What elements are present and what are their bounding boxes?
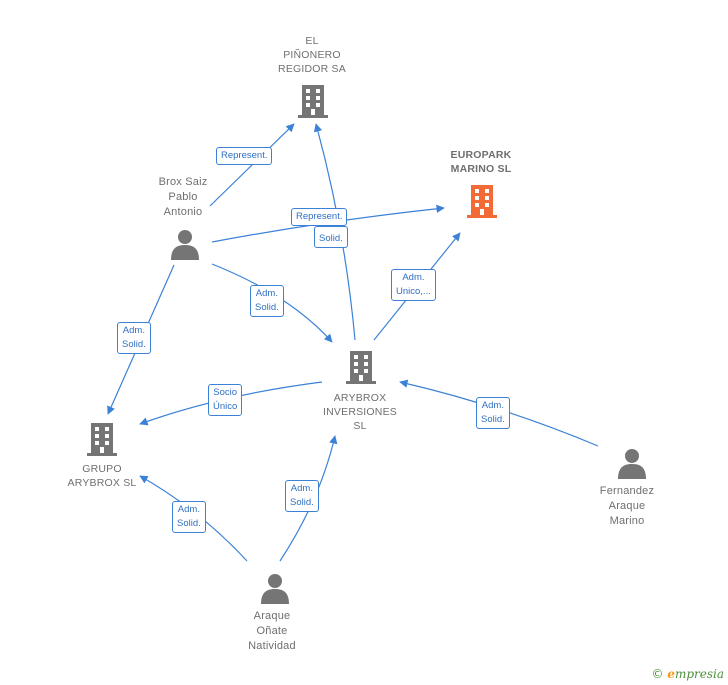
empresia-logo: © empresia bbox=[651, 667, 724, 681]
edge-label-represent: Represent. bbox=[291, 208, 348, 226]
person-icon[interactable] bbox=[171, 230, 199, 260]
node-label-arybrox-inversiones[interactable]: ARYBROX INVERSIONES SL bbox=[323, 392, 397, 432]
edge-label-adm-solid: Adm. Solid. bbox=[117, 322, 151, 354]
edge-label-adm-solid: Adm. Solid. bbox=[250, 285, 284, 317]
building-icon[interactable] bbox=[346, 351, 376, 384]
node-label-grupo-arybrox[interactable]: GRUPO ARYBROX SL bbox=[67, 463, 137, 489]
node-label-fernandez[interactable]: Fernandez Araque Marino bbox=[599, 485, 655, 527]
edge-label-socio-unico: Socio Único bbox=[208, 384, 243, 416]
building-icon[interactable] bbox=[467, 185, 497, 218]
node-label-el-pinonero[interactable]: EL PIÑONERO REGIDOR SA bbox=[278, 35, 346, 75]
node-label-europark[interactable]: EUROPARK MARINO SL bbox=[450, 149, 512, 175]
edge-label-adm-unico: Adm. Unico,... bbox=[391, 269, 436, 301]
building-icon[interactable] bbox=[87, 423, 117, 456]
node-label-brox-saiz[interactable]: Brox Saiz Pablo Antonio bbox=[158, 176, 208, 218]
edge-label-represent: Represent. bbox=[216, 147, 273, 165]
building-icon[interactable] bbox=[298, 85, 328, 118]
edge-label-adm-solid: Adm. Solid. bbox=[476, 397, 510, 429]
node-label-araque[interactable]: Araque Oñate Natividad bbox=[248, 610, 296, 652]
edge-label-adm-solid: Adm. Solid. bbox=[285, 480, 319, 512]
person-icon[interactable] bbox=[261, 574, 289, 604]
person-icon[interactable] bbox=[618, 449, 646, 479]
edge-brox-to-pinonero bbox=[209, 123, 295, 207]
edge-label-adm-solid: Adm. Solid. bbox=[172, 501, 206, 533]
edge-label-solid: Solid. bbox=[314, 226, 348, 248]
